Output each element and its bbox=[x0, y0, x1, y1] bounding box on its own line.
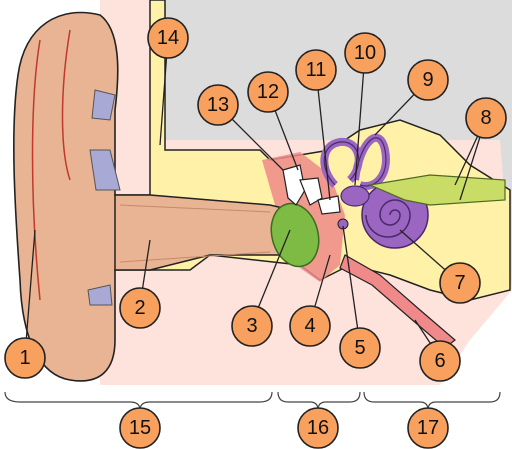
callout-label: 2 bbox=[134, 297, 145, 319]
callout-label: 3 bbox=[246, 315, 257, 337]
malleus bbox=[282, 164, 306, 206]
callout-12: 12 bbox=[247, 71, 289, 113]
callout-label: 1 bbox=[19, 347, 30, 369]
callout-9: 9 bbox=[407, 59, 449, 101]
callout-label: 11 bbox=[306, 59, 327, 81]
callout-6: 6 bbox=[419, 340, 461, 382]
callout-16: 16 bbox=[297, 407, 339, 449]
callout-8: 8 bbox=[465, 97, 507, 139]
callout-1: 1 bbox=[4, 337, 46, 379]
callout-label: 16 bbox=[307, 417, 329, 439]
callout-11: 11 bbox=[295, 49, 337, 91]
callout-label: 13 bbox=[207, 94, 229, 116]
callout-4: 4 bbox=[289, 305, 331, 347]
callout-5: 5 bbox=[339, 327, 381, 369]
callout-15: 15 bbox=[119, 407, 161, 449]
callout-label: 15 bbox=[129, 417, 151, 439]
callout-7: 7 bbox=[439, 262, 481, 304]
callout-13: 13 bbox=[197, 84, 239, 126]
callout-label: 7 bbox=[454, 272, 465, 294]
callout-2: 2 bbox=[119, 287, 161, 329]
callout-14: 14 bbox=[147, 17, 189, 59]
vestibulocochlear-nerve bbox=[367, 174, 506, 206]
cochlea-spiral bbox=[365, 199, 411, 238]
semicircular-canals-outline bbox=[323, 137, 387, 187]
callout-3: 3 bbox=[231, 305, 273, 347]
callout-label: 17 bbox=[417, 417, 439, 439]
auricle-cartilage bbox=[87, 89, 121, 306]
callout-label: 12 bbox=[257, 81, 279, 103]
ear-canal-lining bbox=[119, 204, 271, 263]
auricle-rim-line bbox=[31, 29, 71, 301]
callout-label: 6 bbox=[434, 350, 445, 372]
region-braces bbox=[4, 391, 501, 411]
callout-label: 8 bbox=[480, 107, 491, 129]
callout-label: 9 bbox=[422, 69, 433, 91]
eardrum bbox=[270, 202, 320, 268]
stapes bbox=[317, 195, 341, 215]
incus bbox=[299, 177, 323, 206]
callout-10: 10 bbox=[344, 32, 386, 74]
callout-label: 14 bbox=[157, 27, 179, 49]
callout-label: 4 bbox=[304, 315, 315, 337]
vestibule bbox=[340, 185, 370, 207]
callout-17: 17 bbox=[407, 407, 449, 449]
callout-label: 10 bbox=[354, 42, 376, 64]
callout-label: 5 bbox=[354, 337, 365, 359]
